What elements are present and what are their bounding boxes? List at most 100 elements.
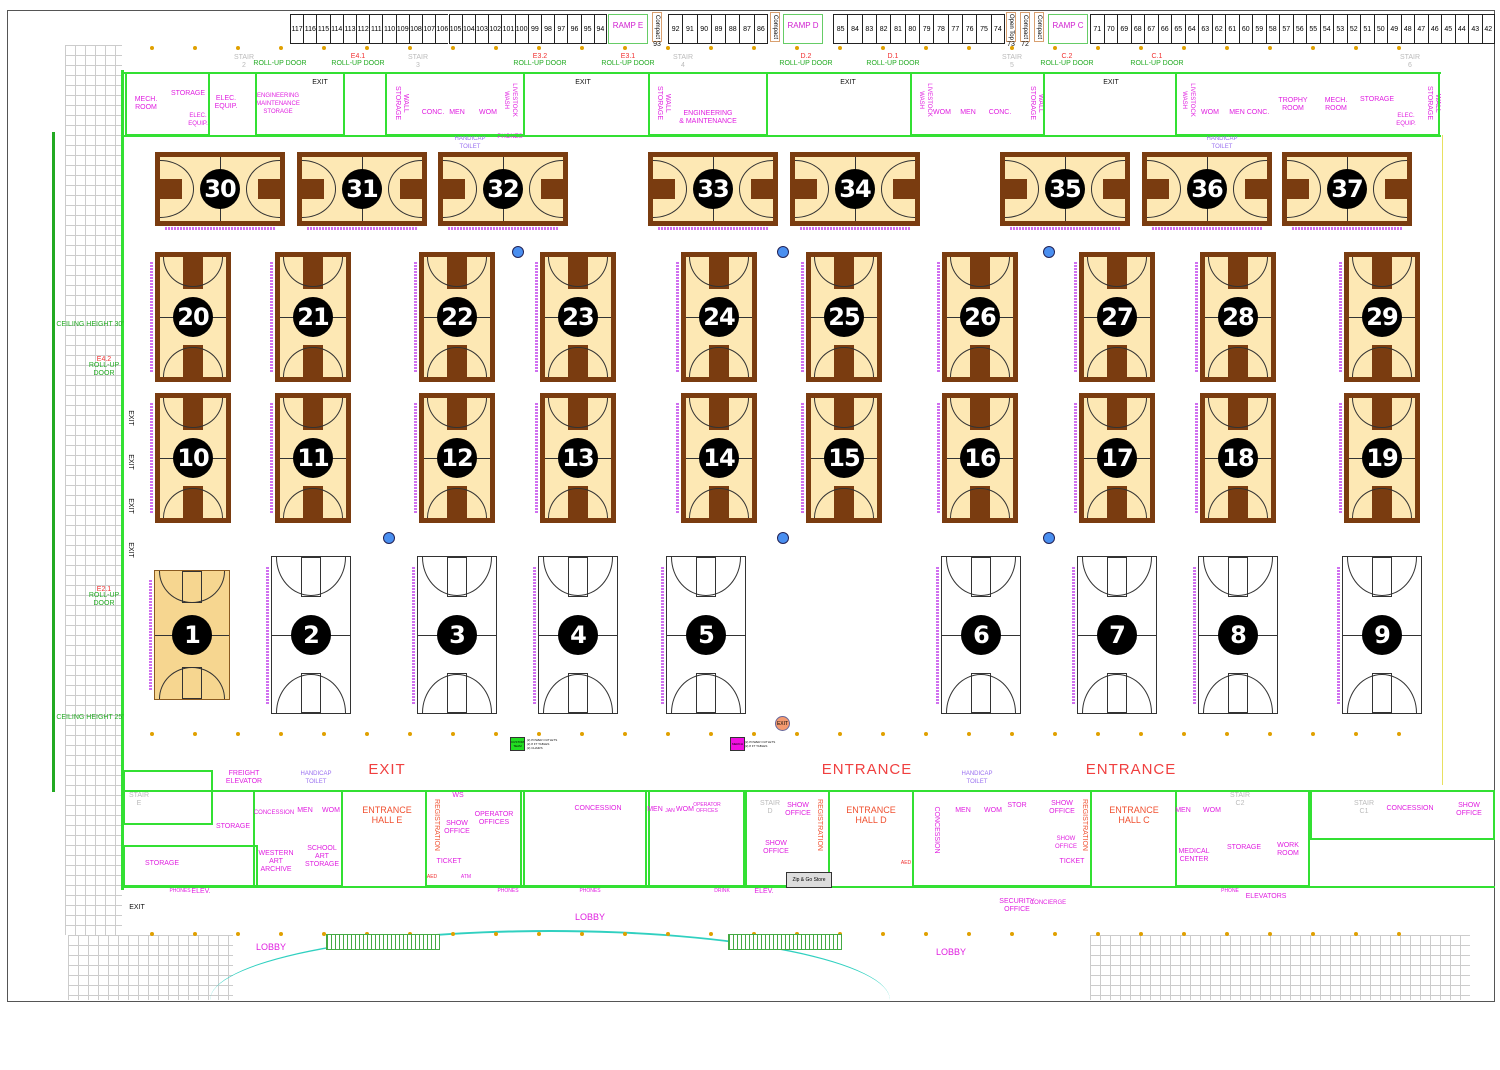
registration: REGISTRATION xyxy=(433,799,440,851)
court-34[interactable]: 34 xyxy=(790,152,920,226)
column-marker xyxy=(666,46,670,50)
court-12[interactable]: 12 xyxy=(419,393,495,523)
court-15[interactable]: 15 xyxy=(806,393,882,523)
womens-room: WOM xyxy=(676,806,694,813)
concession: CONC. xyxy=(1246,109,1270,116)
court-10[interactable]: 10 xyxy=(155,393,231,523)
dock-door-83: 83 xyxy=(861,14,876,44)
court-36[interactable]: 36 xyxy=(1142,152,1272,226)
stair-d: STAIR D xyxy=(759,800,781,815)
atm[interactable]: ATM xyxy=(460,874,472,880)
column-marker xyxy=(1096,732,1100,736)
column-marker xyxy=(1225,932,1229,936)
three-point-arc xyxy=(1202,674,1274,713)
zip-go-store[interactable]: Zip & Go Store xyxy=(786,872,832,888)
door-e41: E4.1 xyxy=(350,53,366,60)
exit-label: EXIT xyxy=(575,79,591,86)
court-1[interactable]: 1 xyxy=(154,570,230,700)
three-point-arc xyxy=(950,488,1010,518)
court-20[interactable]: 20 xyxy=(155,252,231,382)
court-21[interactable]: 21 xyxy=(275,252,351,382)
court-14[interactable]: 14 xyxy=(681,393,757,523)
column-marker xyxy=(752,732,756,736)
wall-storage: WALL STORAGE xyxy=(1426,85,1441,121)
court-4[interactable]: 4 xyxy=(532,550,624,720)
ticket[interactable]: TICKET xyxy=(1059,858,1085,865)
lobby: LOBBY xyxy=(935,947,967,957)
dock-73-number: 73 xyxy=(1007,41,1015,48)
registration: REGISTRATION xyxy=(1081,799,1088,851)
court-2[interactable]: 2 xyxy=(265,550,357,720)
bleacher-seating xyxy=(1152,227,1262,230)
column-marker xyxy=(1096,932,1100,936)
aed: AED xyxy=(426,874,438,880)
court-8[interactable]: 8 xyxy=(1192,550,1284,720)
room-wall xyxy=(255,72,345,136)
court-17[interactable]: 17 xyxy=(1079,393,1155,523)
court-18[interactable]: 18 xyxy=(1200,393,1276,523)
court-13[interactable]: 13 xyxy=(540,393,616,523)
court-29[interactable]: 29 xyxy=(1344,252,1420,382)
court-3[interactable]: 3 xyxy=(411,550,503,720)
dock-door-70: 70 xyxy=(1103,14,1117,44)
court-7[interactable]: 7 xyxy=(1071,550,1163,720)
entrance-sign-d: ENTRANCE xyxy=(821,761,913,778)
court-number: 34 xyxy=(835,169,875,209)
court-37[interactable]: 37 xyxy=(1282,152,1412,226)
three-point-arc xyxy=(1208,488,1268,518)
dock-door-96: 96 xyxy=(567,14,581,44)
court-28[interactable]: 28 xyxy=(1200,252,1276,382)
court-31[interactable]: 31 xyxy=(297,152,427,226)
court-35[interactable]: 35 xyxy=(1000,152,1130,226)
three-point-arc xyxy=(283,488,343,518)
dock-door-71: 71 xyxy=(1090,14,1104,44)
womens-room: WOM xyxy=(479,109,497,116)
dock-door-53: 53 xyxy=(1333,14,1347,44)
court-5[interactable]: 5 xyxy=(660,550,752,720)
ramp-e: RAMP E xyxy=(608,14,648,44)
three-point-arc xyxy=(158,571,226,603)
court-24[interactable]: 24 xyxy=(681,252,757,382)
room-wall xyxy=(520,790,650,887)
bleacher-seating xyxy=(150,262,153,372)
court-11[interactable]: 11 xyxy=(275,393,351,523)
court-27[interactable]: 27 xyxy=(1079,252,1155,382)
bleacher-seating xyxy=(1072,566,1075,704)
three-point-arc xyxy=(1208,257,1268,287)
court-number: 28 xyxy=(1218,297,1258,337)
three-point-arc xyxy=(246,160,280,218)
show-office: SHOW OFFICE xyxy=(444,820,470,835)
column-marker xyxy=(881,46,885,50)
court-number: 21 xyxy=(293,297,333,337)
column-marker xyxy=(1354,732,1358,736)
column-marker xyxy=(1139,732,1143,736)
escalator xyxy=(326,934,440,950)
three-point-arc xyxy=(275,674,347,713)
three-point-arc xyxy=(542,557,614,596)
court-16[interactable]: 16 xyxy=(942,393,1018,523)
elevators: ELEVATORS xyxy=(1245,893,1287,900)
three-point-arc xyxy=(388,160,422,218)
court-19[interactable]: 19 xyxy=(1344,393,1420,523)
court-22[interactable]: 22 xyxy=(419,252,495,382)
room-wall xyxy=(123,770,213,825)
aed: AED xyxy=(900,860,912,866)
three-point-arc xyxy=(950,398,1010,428)
bleacher-seating xyxy=(535,262,538,372)
court-23[interactable]: 23 xyxy=(540,252,616,382)
court-32[interactable]: 32 xyxy=(438,152,568,226)
court-30[interactable]: 30 xyxy=(155,152,285,226)
court-26[interactable]: 26 xyxy=(942,252,1018,382)
court-25[interactable]: 25 xyxy=(806,252,882,382)
court-33[interactable]: 33 xyxy=(648,152,778,226)
info-marker xyxy=(1043,246,1055,258)
bleacher-seating xyxy=(1010,227,1120,230)
room-wall xyxy=(1175,72,1440,136)
column-marker xyxy=(1053,932,1057,936)
court-6[interactable]: 6 xyxy=(935,550,1027,720)
three-point-arc xyxy=(427,257,487,287)
ticket[interactable]: TICKET xyxy=(436,858,462,865)
court-9[interactable]: 9 xyxy=(1336,550,1428,720)
court-number: 5 xyxy=(686,615,726,655)
compact-dock-c: Compact xyxy=(1034,12,1044,42)
